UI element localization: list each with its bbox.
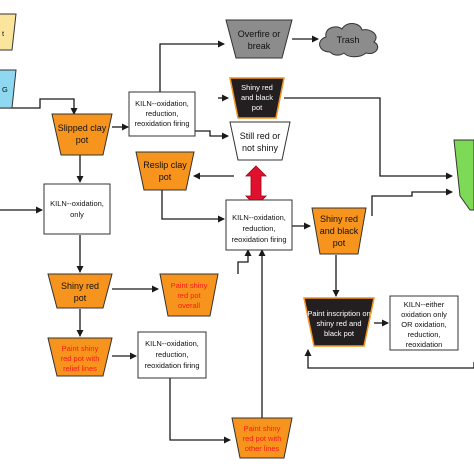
node-left-top: t xyxy=(0,13,17,51)
shiny-black-mid-label-line-1: Shiny red xyxy=(320,214,358,224)
node-overfire: Overfire or break xyxy=(225,19,293,59)
connector-shiny-black-mid-to-green xyxy=(371,188,453,216)
node-paint-other: Paint shiny red pot with other lines xyxy=(231,417,293,459)
kiln-low-label-line-2: reduction, xyxy=(156,350,189,359)
node-kiln-only: KILN--oxidation, only xyxy=(43,183,111,235)
kiln-low-label-line-1: KILN--oxidation, xyxy=(145,339,199,348)
paint-relief-label-line-2: red pot with xyxy=(61,354,100,363)
node-slipped: Slipped clay pot xyxy=(51,113,113,156)
node-paint-inscription: Paint inscription on shiny red and black… xyxy=(303,297,375,347)
shiny-black-mid-label-line-2: and black xyxy=(320,226,359,236)
node-left-second-label: G xyxy=(2,85,8,94)
overfire-label-line-2: break xyxy=(248,41,271,51)
paint-inscription-label-line-2: shiny red and xyxy=(316,319,361,328)
shiny-red-label-line-2: pot xyxy=(74,293,87,303)
node-left-top-label: t xyxy=(2,29,5,38)
node-left-second: G xyxy=(0,69,17,109)
kiln-top-label-line-3: reoxidation firing xyxy=(134,119,189,128)
shiny-black-top-label-line-2: and black xyxy=(241,93,273,102)
shiny-black-top-label-line-1: Shiny red xyxy=(241,83,273,92)
overfire-label-line-1: Overfire or xyxy=(238,29,281,39)
kiln-mid-label-line-1: KILN--oxidation, xyxy=(232,213,286,222)
kiln-top-label-line-2: reduction, xyxy=(146,109,179,118)
still-red-label-line-1: Still red or xyxy=(240,131,281,141)
connector-kiln-top-to-overfire xyxy=(159,40,225,92)
paint-relief-label-line-1: Paint shiny xyxy=(62,344,99,353)
node-kiln-low: KILN--oxidation, reduction, reoxidation … xyxy=(137,331,207,379)
node-paint-relief: Paint shiny red pot with relief lines xyxy=(47,337,113,377)
kiln-only-label-line-1: KILN--oxidation, xyxy=(50,199,104,208)
reslip-label-line-2: pot xyxy=(159,172,172,182)
paint-overall-label-line-1: Paint shiny xyxy=(171,281,208,290)
node-kiln-either: KILN--either oxidation only OR oxidation… xyxy=(389,295,459,351)
trash-label: Trash xyxy=(337,35,360,45)
paint-other-label-line-1: Paint shiny xyxy=(244,424,281,433)
paint-other-label-line-3: other lines xyxy=(245,444,280,453)
kiln-either-label-line-2: oxidation only xyxy=(401,310,447,319)
node-shiny-black-mid: Shiny red and black pot xyxy=(311,207,367,255)
slipped-label-line-1: Slipped clay xyxy=(58,123,107,133)
still-red-label-line-2: not shiny xyxy=(242,143,279,153)
kiln-either-label-line-5: reoxidation xyxy=(406,340,443,349)
shiny-black-top-label-line-3: pot xyxy=(252,103,263,112)
connector-shiny-black-to-green xyxy=(284,97,453,180)
node-paint-overall: Paint shiny red pot overall xyxy=(159,273,219,317)
slipped-label-line-2: pot xyxy=(76,135,89,145)
node-right-green xyxy=(453,139,474,211)
kiln-only-label-line-2: only xyxy=(70,210,84,219)
node-reslip: Reslip clay pot xyxy=(135,151,195,191)
connectors xyxy=(0,35,474,444)
node-shiny-black-top: Shiny red and black pot xyxy=(229,77,285,119)
connector-bottom-loop-to-kiln-either xyxy=(304,349,474,369)
kiln-either-label-line-1: KILN--either xyxy=(404,300,445,309)
node-shiny-red: Shiny red pot xyxy=(47,273,113,309)
kiln-low-label-line-3: reoxidation firing xyxy=(144,361,199,370)
connector-reslip-to-kiln-mid xyxy=(161,190,225,223)
kiln-either-label-line-3: OR oxidation, xyxy=(401,320,446,329)
paint-other-label-line-2: red pot with xyxy=(243,434,282,443)
paint-inscription-label-line-1: Paint inscription on xyxy=(307,309,370,318)
connector-kiln-low-down xyxy=(169,376,231,444)
kiln-mid-label-line-3: reoxidation firing xyxy=(231,235,286,244)
connector-kiln-top-to-still-red xyxy=(194,130,229,140)
shiny-red-label-line-1: Shiny red xyxy=(61,281,99,291)
kiln-mid-label-line-2: reduction, xyxy=(243,224,276,233)
node-still-red: Still red or not shiny xyxy=(229,121,291,161)
paint-inscription-label-line-3: black pot xyxy=(324,329,355,338)
node-kiln-mid: KILN--oxidation, reduction, reoxidation … xyxy=(225,199,293,251)
node-trash: Trash xyxy=(319,23,379,58)
reslip-label-line-1: Reslip clay xyxy=(143,160,187,170)
connector-paint-overall-to-kiln-mid xyxy=(237,249,252,274)
node-kiln-top: KILN--oxidation, reduction, reoxidation … xyxy=(128,91,196,137)
connector-left-to-slipped xyxy=(0,98,78,115)
paint-overall-label-line-3: overall xyxy=(178,301,200,310)
paint-overall-label-line-2: red pot xyxy=(177,291,201,300)
paint-relief-label-line-3: relief lines xyxy=(63,364,97,373)
shiny-black-mid-label-line-3: pot xyxy=(333,238,346,248)
kiln-either-label-line-4: reduction, xyxy=(408,330,441,339)
kiln-top-label-line-1: KILN--oxidation, xyxy=(135,99,189,108)
